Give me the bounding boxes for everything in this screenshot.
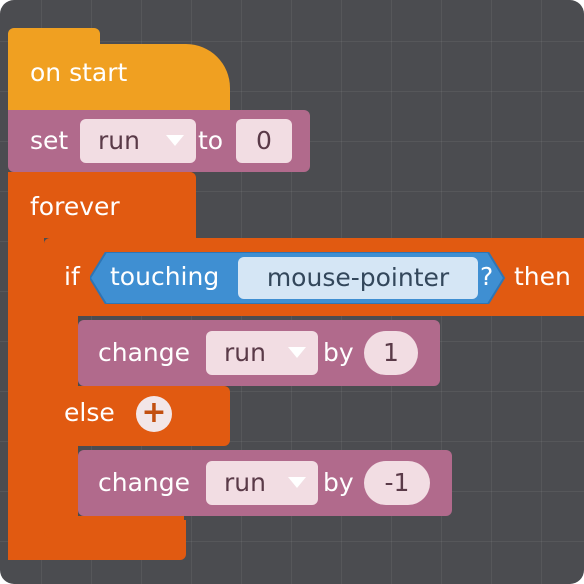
set-variable-block[interactable]: set run to 0 (8, 110, 310, 172)
set-value-field[interactable]: 0 (236, 119, 292, 163)
then-label: then (514, 262, 571, 291)
on-start-block[interactable]: on start (8, 44, 230, 110)
else-section[interactable]: else (44, 386, 230, 446)
chevron-down-icon (166, 135, 184, 146)
change-value-field[interactable]: -1 (364, 461, 430, 505)
variable-name: run (98, 126, 140, 155)
variable-name: run (224, 338, 266, 367)
set-keyword: set (30, 126, 69, 155)
hat-block-tab[interactable] (8, 28, 100, 48)
if-label: if (64, 262, 80, 291)
if-else-block-bottom[interactable] (44, 516, 184, 538)
variable-dropdown[interactable]: run (206, 461, 318, 505)
change-keyword: change (98, 468, 191, 497)
variable-dropdown[interactable]: run (80, 119, 196, 163)
change-keyword: change (98, 338, 191, 367)
chevron-down-icon (288, 347, 306, 358)
change-value-field[interactable]: 1 (364, 331, 418, 375)
chevron-down-icon (288, 477, 306, 488)
on-start-label: on start (30, 58, 128, 87)
to-label: to (198, 126, 224, 155)
touching-question-mark: ? (480, 262, 494, 291)
variable-dropdown[interactable]: run (206, 331, 318, 375)
variable-name: run (224, 468, 266, 497)
forever-block-arm[interactable] (8, 238, 44, 560)
touching-label: touching (110, 262, 220, 291)
touching-target-field[interactable]: mouse-pointer (238, 257, 478, 299)
by-label: by (323, 468, 354, 497)
forever-label: forever (30, 192, 120, 221)
else-label: else (64, 398, 115, 427)
forever-block[interactable]: forever (8, 172, 196, 238)
by-label: by (323, 338, 354, 367)
plus-icon[interactable]: + (136, 396, 172, 432)
change-variable-block[interactable]: change run by -1 (78, 450, 452, 516)
change-variable-block[interactable]: change run by 1 (78, 320, 440, 386)
